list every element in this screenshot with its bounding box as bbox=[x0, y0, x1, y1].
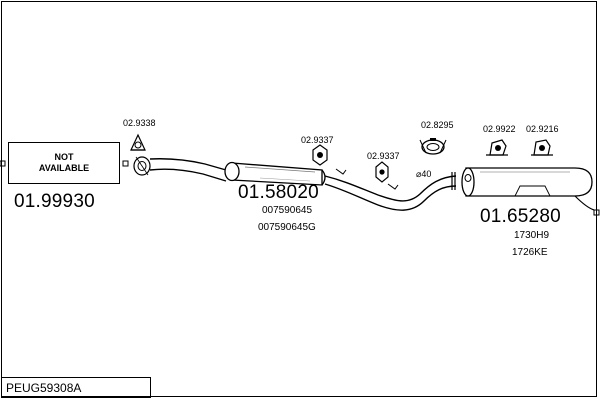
oe-number-rear-2: 1726KE bbox=[512, 247, 548, 258]
front-flange bbox=[133, 156, 151, 176]
part-number-front: 01.99930 bbox=[14, 191, 95, 212]
not-available-connector-marker bbox=[122, 160, 129, 167]
model-code: PEUG59308A bbox=[6, 381, 82, 395]
rear-silencer bbox=[461, 167, 595, 211]
part-number-rear: 01.65280 bbox=[480, 206, 561, 227]
oe-number-middle-2: 007590645G bbox=[258, 222, 316, 233]
left-connector-marker bbox=[0, 160, 6, 167]
middle-silencer bbox=[224, 161, 326, 186]
rubber-mount-icon-a bbox=[486, 139, 508, 156]
intermediate-pipe bbox=[324, 168, 457, 211]
fitting-label-gasket: 02.9338 bbox=[123, 118, 156, 128]
gasket-02-9338-icon bbox=[130, 133, 146, 151]
oe-number-middle-1: 007590645 bbox=[262, 205, 313, 216]
oe-number-rear-1: 1730H9 bbox=[514, 230, 550, 241]
fitting-label-clamp: 02.8295 bbox=[421, 120, 454, 130]
not-available-text-line2: AVAILABLE bbox=[38, 163, 90, 173]
part-number-middle: 01.58020 bbox=[238, 182, 319, 203]
fitting-label-mount-b: 02.9216 bbox=[526, 124, 559, 134]
rubber-hanger-icon-a bbox=[312, 144, 328, 166]
model-code-box: PEUG59308A bbox=[1, 377, 151, 398]
not-available-box: NOT AVAILABLE bbox=[8, 142, 120, 184]
clamp-02-8295-icon bbox=[419, 138, 447, 155]
pipe-diameter-label: ⌀40 bbox=[416, 169, 432, 179]
not-available-text-line1: NOT bbox=[54, 151, 74, 162]
right-connector-marker bbox=[593, 209, 600, 216]
rubber-mount-icon-b bbox=[531, 139, 553, 156]
fitting-label-hanger-b: 02.9337 bbox=[367, 151, 400, 161]
front-pipe bbox=[149, 158, 227, 182]
fitting-label-mount-a: 02.9922 bbox=[483, 124, 516, 134]
rubber-hanger-icon-b bbox=[375, 161, 389, 183]
fitting-label-hanger-a: 02.9337 bbox=[301, 135, 334, 145]
